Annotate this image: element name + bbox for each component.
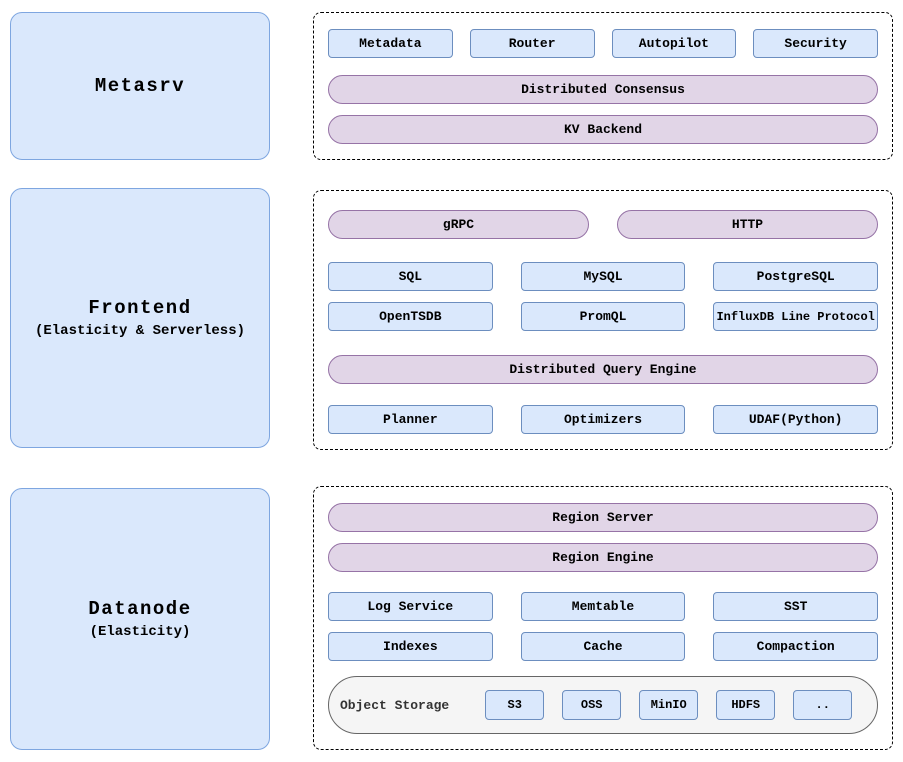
layer-distributed-query-engine: Distributed Query Engine <box>328 355 878 384</box>
module-indexes: Indexes <box>328 632 493 661</box>
object-storage-container: Object Storage S3 OSS MinIO HDFS .. <box>328 676 878 734</box>
object-storage-label: Object Storage <box>340 697 450 713</box>
module-influxdb-line-protocol: InfluxDB Line Protocol <box>713 302 879 331</box>
frontend-protocols-row-1: SQL MySQL PostgreSQL <box>328 262 879 291</box>
backend-oss: OSS <box>562 690 622 720</box>
layer-distributed-consensus: Distributed Consensus <box>328 75 878 104</box>
backend-s3: S3 <box>485 690 545 720</box>
module-autopilot: Autopilot <box>611 29 737 58</box>
module-sst: SST <box>713 592 879 621</box>
frontend-protocols-row-2: OpenTSDB PromQL InfluxDB Line Protocol <box>328 302 879 331</box>
module-opentsdb: OpenTSDB <box>328 302 493 331</box>
layer-region-server: Region Server <box>328 503 878 532</box>
module-promql: PromQL <box>520 302 686 331</box>
metasrv-panel: Metadata Router Autopilot Security Distr… <box>313 12 893 160</box>
module-cache: Cache <box>520 632 686 661</box>
metasrv-modules-row: Metadata Router Autopilot Security <box>328 29 878 58</box>
backend-minio: MinIO <box>639 690 699 720</box>
metasrv-node: Metasrv <box>10 12 270 160</box>
frontend-node-subtitle: (Elasticity & Serverless) <box>34 323 246 339</box>
metasrv-node-title: Metasrv <box>94 75 186 97</box>
module-compaction: Compaction <box>713 632 879 661</box>
frontend-panel: gRPC HTTP SQL MySQL PostgreSQL OpenTSDB … <box>313 190 893 450</box>
module-security: Security <box>753 29 878 58</box>
module-mysql: MySQL <box>520 262 686 291</box>
frontend-engine-row: Planner Optimizers UDAF(Python) <box>328 405 879 434</box>
module-planner: Planner <box>328 405 493 434</box>
datanode-panel: Region Server Region Engine Log Service … <box>313 486 893 750</box>
datanode-node-subtitle: (Elasticity) <box>89 624 191 640</box>
datanode-node: Datanode (Elasticity) <box>10 488 270 750</box>
object-storage-backends: S3 OSS MinIO HDFS .. <box>485 690 853 720</box>
frontend-node-title: Frontend <box>88 297 192 319</box>
backend-hdfs: HDFS <box>716 690 776 720</box>
layer-region-engine: Region Engine <box>328 543 878 572</box>
backend-other: .. <box>793 690 853 720</box>
module-optimizers: Optimizers <box>520 405 686 434</box>
module-udaf-python: UDAF(Python) <box>713 405 879 434</box>
module-log-service: Log Service <box>328 592 493 621</box>
frontend-node: Frontend (Elasticity & Serverless) <box>10 188 270 448</box>
module-postgresql: PostgreSQL <box>713 262 879 291</box>
datanode-components-row-2: Indexes Cache Compaction <box>328 632 879 661</box>
module-memtable: Memtable <box>520 592 686 621</box>
module-sql: SQL <box>328 262 493 291</box>
datanode-node-title: Datanode <box>88 598 192 620</box>
module-router: Router <box>469 29 595 58</box>
datanode-components-row-1: Log Service Memtable SST <box>328 592 879 621</box>
module-metadata: Metadata <box>328 29 453 58</box>
frontend-entry-row: gRPC HTTP <box>328 210 878 239</box>
layer-kv-backend: KV Backend <box>328 115 878 144</box>
pill-http: HTTP <box>617 210 878 239</box>
pill-grpc: gRPC <box>328 210 589 239</box>
